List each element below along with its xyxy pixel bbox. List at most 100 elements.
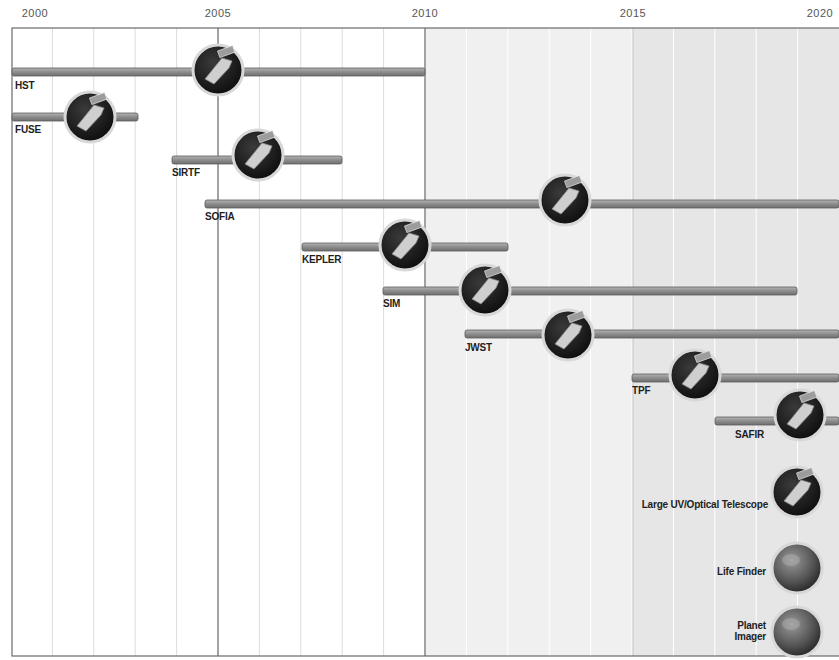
year-gridlines [52,28,797,656]
icon-disc [460,265,510,315]
mission-entry: Planet Imager [716,620,766,642]
mission-label: HST [15,80,34,91]
mission-icon [543,310,593,360]
mission-icon [540,175,590,225]
mission-label: TPF [632,385,650,396]
mission-bar [632,374,839,382]
spacecraft-glyph [472,278,499,304]
mission-entry: SIRTF [172,167,200,178]
year-gridline [756,28,757,656]
year-gridline [383,28,384,656]
mission-icons [65,45,825,657]
mission-label: Large UV/Optical Telescope [642,499,768,510]
spacecraft-panel [567,311,584,323]
mission-entry: FUSE [15,124,41,135]
mission-icon [772,543,822,593]
mission-label: SAFIR [735,429,764,440]
mission-label: SOFIA [205,211,235,222]
mission-entry: KEPLER [302,254,341,265]
mission-icon [460,265,510,315]
year-gridline [673,28,674,656]
major-gridline [633,28,634,656]
mission-entry: Life Finder [717,566,766,577]
mission-icon [193,45,243,95]
year-gridline [714,28,715,656]
planet-highlight [782,554,800,566]
spacecraft-panel [796,468,813,480]
mission-bar [465,330,839,338]
icon-disc [233,130,283,180]
spacecraft-glyph [392,233,419,259]
icon-disc [772,543,822,593]
period-band [425,28,633,656]
year-label: 2010 [412,7,438,20]
mission-entry: Large UV/Optical Telescope [642,499,768,510]
mission-icon [775,390,825,440]
spacecraft-glyph [682,363,709,389]
mission-entry: HST [15,80,34,91]
year-gridline [425,28,426,656]
icon-disc [772,467,822,517]
mission-label: Life Finder [717,566,766,577]
icon-disc [540,175,590,225]
mission-label: Planet Imager [716,620,766,642]
year-gridline [342,28,343,656]
planet-highlight [782,618,800,630]
year-gridline [176,28,177,656]
period-band [633,28,839,656]
mission-label: KEPLER [302,254,341,265]
year-gridline [300,28,301,656]
icon-disc [670,350,720,400]
spacecraft-panel [484,266,501,278]
mission-icon [65,92,115,142]
icon-disc [193,45,243,95]
mission-label: JWST [465,342,492,353]
mission-icon [670,350,720,400]
spacecraft-panel [257,131,274,143]
major-gridline [424,28,426,656]
spacecraft-panel [89,93,106,105]
major-gridline [217,28,219,656]
year-gridline [52,28,53,656]
icon-disc [543,310,593,360]
year-gridline [259,28,260,656]
mission-entry: SIM [383,298,400,309]
mission-entry: SOFIA [205,211,235,222]
spacecraft-glyph [787,403,814,429]
icon-disc [65,92,115,142]
mission-icon [772,607,822,657]
mission-entry: SAFIR [735,429,764,440]
mission-bar [205,200,839,208]
year-label: 2005 [205,7,231,20]
spacecraft-glyph [205,58,232,84]
year-gridline [218,28,219,656]
spacecraft-glyph [552,188,579,214]
year-label: 2015 [620,7,646,20]
spacecraft-glyph [77,105,104,131]
spacecraft-panel [799,391,816,403]
mission-label: SIRTF [172,167,200,178]
year-label: 2000 [22,7,48,20]
spacecraft-glyph [784,480,811,506]
icon-disc [775,390,825,440]
mission-icon [772,467,822,517]
spacecraft-glyph [555,323,582,349]
year-gridline [632,28,633,656]
mission-label: SIM [383,298,400,309]
mission-icon [233,130,283,180]
spacecraft-panel [694,351,711,363]
spacecraft-glyph [245,143,272,169]
spacecraft-panel [217,46,234,58]
mission-entry: JWST [465,342,492,353]
year-label: 2020 [807,7,833,20]
mission-icon [380,220,430,270]
mission-label: FUSE [15,124,41,135]
mission-bar [383,287,797,295]
year-gridline [135,28,136,656]
mission-bars [12,68,839,425]
icon-disc [772,607,822,657]
